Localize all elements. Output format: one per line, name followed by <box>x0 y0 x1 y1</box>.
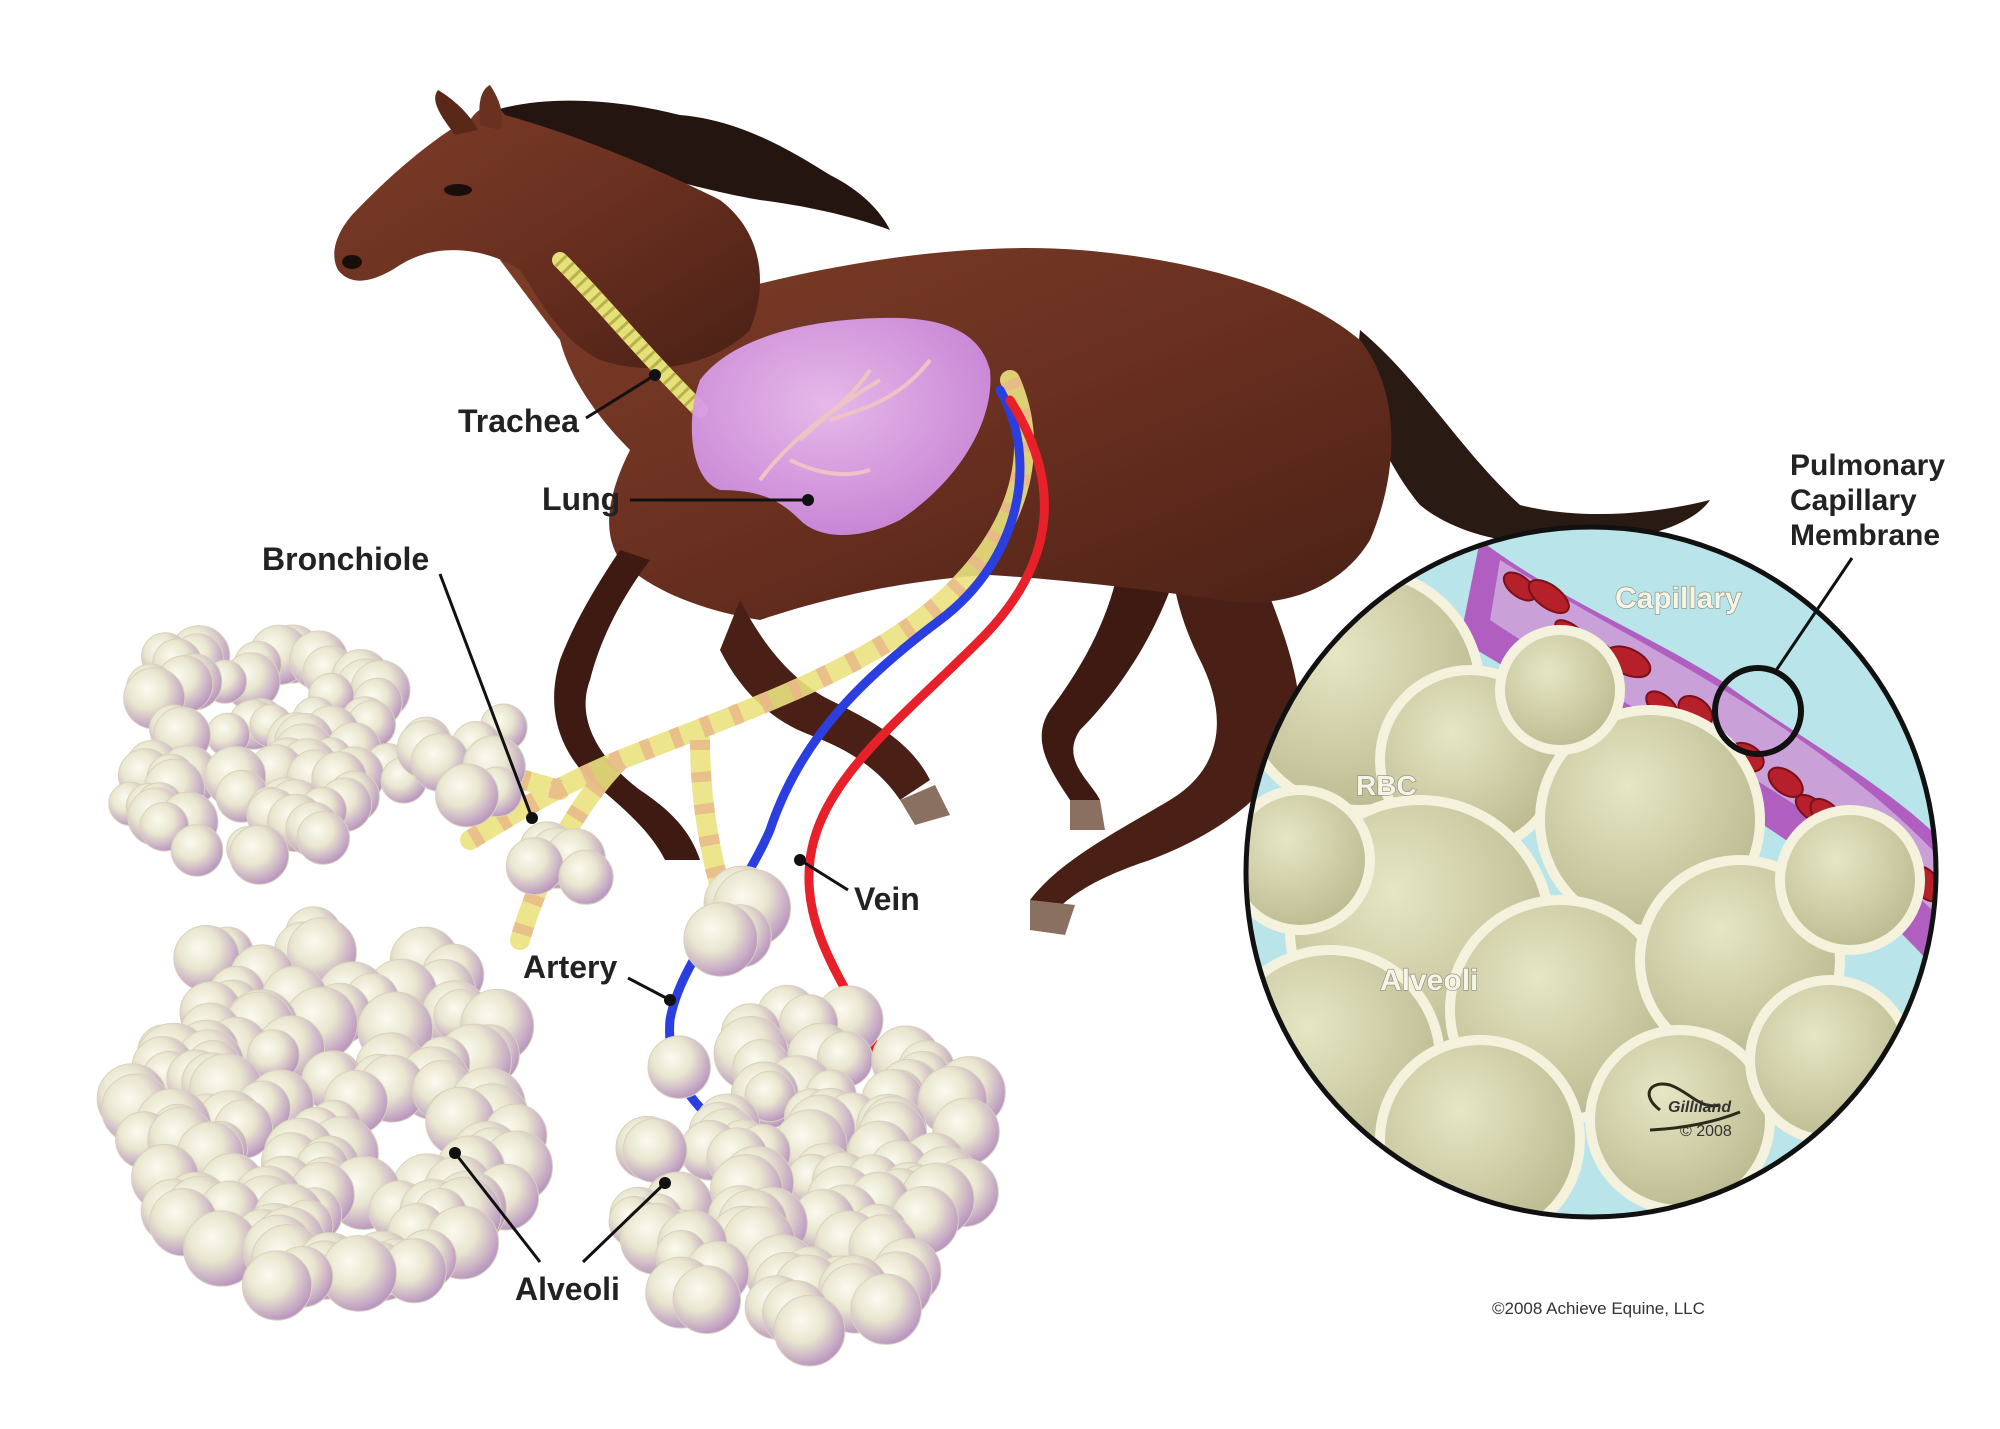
trachea-leader-dot <box>649 369 661 381</box>
horse-front-leg-right <box>720 600 930 800</box>
horse-hind-leg-right <box>1041 560 1180 800</box>
horse-hind-leg-left <box>1030 520 1300 930</box>
alveoli-leader-left <box>453 1152 542 1263</box>
artery-leader <box>627 976 671 1002</box>
label-membrane[interactable]: Membrane <box>1790 519 1940 552</box>
vein-leader-dot <box>794 854 806 866</box>
alveoli-clusters <box>96 624 1006 1367</box>
alveolar-sac <box>1495 625 1625 755</box>
horse-ear-2 <box>479 85 502 130</box>
label-bronchiole[interactable]: Bronchiole <box>262 541 429 577</box>
alveolar-sac <box>1375 1035 1585 1217</box>
label-trachea[interactable]: Trachea <box>458 403 579 439</box>
alveolus <box>558 849 614 905</box>
alveolus <box>647 1035 711 1099</box>
horse-head-neck <box>334 105 760 369</box>
horse-tail <box>1355 330 1710 545</box>
inset-label-capillary: Capillary <box>1615 582 1742 615</box>
alveolar-sac <box>1745 975 1915 1145</box>
bronchiole-leader-dot <box>526 812 538 824</box>
trachea-leader <box>585 373 656 420</box>
horse-ear <box>435 90 478 135</box>
label-capillary[interactable]: Capillary <box>1790 484 1917 517</box>
alveolus <box>773 1294 846 1367</box>
vein-leader <box>799 858 849 892</box>
alveoli-leader-right <box>581 1181 667 1264</box>
inset-label-rbc: RBC <box>1356 770 1417 801</box>
lung-bronchi <box>758 358 932 482</box>
alveolus <box>683 902 759 977</box>
alveolus <box>229 824 290 885</box>
alveolar-sac <box>1246 785 1375 935</box>
alveolus <box>850 1273 922 1345</box>
alveoli-leader-left-dot <box>449 1147 461 1159</box>
signature-year: © 2008 <box>1680 1123 1732 1140</box>
alveolus <box>296 811 351 865</box>
horse-eye <box>444 184 472 196</box>
horse-hoof-2 <box>900 785 950 825</box>
horse-nostril <box>342 255 362 269</box>
label-alveoli[interactable]: Alveoli <box>515 1271 620 1307</box>
magnified-inset: Capillary RBC Alveoli Gilliland © 2008 <box>1243 524 1984 1220</box>
inset-label-alveoli: Alveoli <box>1380 964 1478 997</box>
label-artery[interactable]: Artery <box>523 949 617 985</box>
horse-hoof-3 <box>1070 800 1105 830</box>
alveolus <box>241 1250 313 1321</box>
artist-signature: Gilliland © 2008 <box>1647 1082 1741 1140</box>
red-blood-cell <box>1767 766 1804 798</box>
horse-mane <box>470 100 890 230</box>
inset-border <box>1243 524 1939 1220</box>
alveolus <box>435 763 499 828</box>
alveolus <box>672 1265 742 1334</box>
horse-front-leg-left <box>554 550 700 860</box>
membrane-leader <box>1773 557 1854 673</box>
red-blood-cell <box>1527 578 1570 615</box>
signature-flourish <box>1647 1082 1741 1132</box>
red-blood-cell <box>1935 901 1984 951</box>
horse-illustration <box>334 85 1710 935</box>
alveolus <box>505 837 564 895</box>
trachea-rings <box>554 254 706 416</box>
label-pulmonary[interactable]: Pulmonary <box>1790 449 1945 482</box>
label-lung[interactable]: Lung <box>542 481 620 517</box>
labels: Trachea Lung Bronchiole Vein Artery Alve… <box>262 369 1945 1307</box>
signature-name: Gilliland <box>1668 1099 1732 1116</box>
alveolar-sac <box>1775 805 1925 955</box>
horse-hoof <box>1030 900 1075 935</box>
bronchiole-leader <box>438 573 534 819</box>
lung-shape <box>691 317 991 535</box>
alveoli-leader-right-dot <box>659 1177 671 1189</box>
copyright-notice: ©2008 Achieve Equine, LLC <box>1492 1299 1705 1318</box>
lung-leader-dot <box>802 494 814 506</box>
alveolus <box>170 824 224 877</box>
label-vein[interactable]: Vein <box>854 881 920 917</box>
artery-leader-dot <box>664 994 676 1006</box>
membrane-highlight-circle[interactable] <box>1712 665 1804 757</box>
